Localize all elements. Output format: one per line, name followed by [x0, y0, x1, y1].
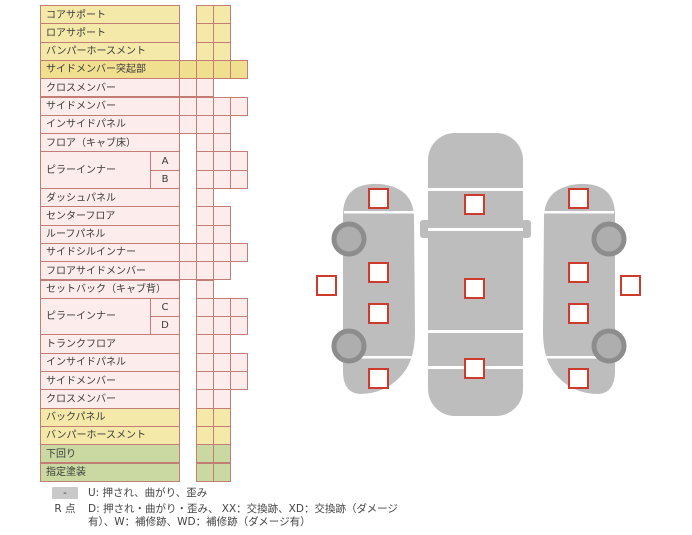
pillar-section-label: C: [150, 297, 180, 318]
damage-marker-left-side-upper[interactable]: [368, 262, 389, 283]
damage-marker-right-sill[interactable]: [620, 275, 641, 296]
legend-key: R 点: [54, 502, 76, 515]
damage-marker-center-floor[interactable]: [464, 278, 485, 299]
damage-marker-left-quarter[interactable]: [368, 368, 389, 389]
damage-marker-left-front-pillar[interactable]: [368, 188, 389, 209]
right-mirror: [521, 220, 531, 238]
legend-key: -: [52, 487, 78, 499]
legend-description: U: 押され、曲がり、歪み: [88, 487, 208, 499]
damage-entry-cell[interactable]: [230, 59, 248, 80]
damage-marker-left-side-lower[interactable]: [368, 303, 389, 324]
damage-marker-right-side-upper[interactable]: [568, 262, 589, 283]
damage-entry-cell[interactable]: [230, 96, 248, 116]
part-label: ピラーインナー: [40, 297, 151, 336]
damage-entry-cell[interactable]: [230, 242, 248, 263]
damage-marker-center-rear[interactable]: [464, 358, 485, 379]
wheel-icon: [331, 328, 367, 364]
damage-marker-right-side-lower[interactable]: [568, 303, 589, 324]
damage-entry-cell[interactable]: [213, 261, 231, 281]
part-label: 指定塗装: [40, 462, 180, 482]
damage-entry-cell[interactable]: [230, 169, 248, 189]
damage-marker-right-front-pillar[interactable]: [568, 188, 589, 209]
damage-entry-cell[interactable]: [230, 371, 248, 391]
wheel-icon: [331, 221, 367, 257]
car-side-view-left: [331, 183, 415, 394]
damage-marker-center-front[interactable]: [464, 194, 485, 215]
left-mirror: [420, 220, 430, 238]
damage-marker-right-quarter[interactable]: [568, 368, 589, 389]
legend-description: D: 押され・曲がり・歪み、 XX：交換跡、XD：交換跡（ダメージ有）、W：補修…: [88, 502, 398, 529]
damage-entry-cell[interactable]: [213, 462, 231, 482]
legend-row: R 点 D: 押され・曲がり・歪み、 XX：交換跡、XD：交換跡（ダメージ有）、W…: [48, 503, 478, 530]
car-side-view-right: [543, 183, 627, 394]
wheel-icon: [591, 221, 627, 257]
frame-parts-table: コアサポートロアサポートバンパーホースメントサイドメンバー突起部クロスメンバーサ…: [40, 5, 255, 489]
legend-row: -U: 押され、曲がり、歪み: [48, 487, 478, 501]
wheel-icon: [591, 328, 627, 364]
damage-entry-cell[interactable]: [230, 316, 248, 336]
pillar-section-label: B: [150, 169, 180, 189]
damage-marker-left-sill[interactable]: [316, 275, 337, 296]
